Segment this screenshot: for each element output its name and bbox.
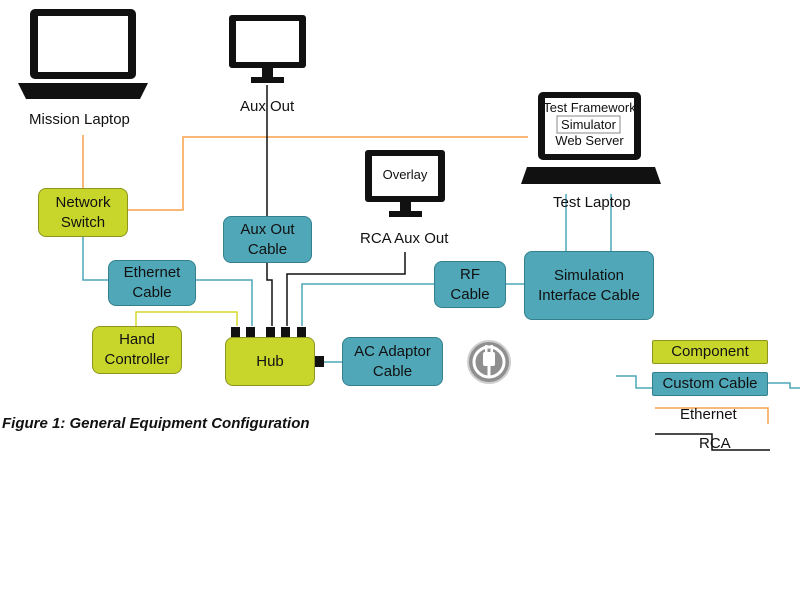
ac-adaptor-cable-box: AC Adaptor Cable bbox=[342, 337, 443, 386]
aux-out-cable-box: Aux Out Cable bbox=[223, 216, 312, 263]
cable-lines bbox=[82, 194, 800, 389]
hub-label: Hub bbox=[256, 352, 284, 370]
legend-custom-cable-swatch: Custom Cable bbox=[652, 372, 768, 396]
monitor-icon bbox=[365, 150, 445, 217]
aux-out-cable-label: Aux Out Cable bbox=[240, 220, 295, 258]
ac-adaptor-cable-label: AC Adaptor Cable bbox=[354, 342, 431, 380]
laptop-icon bbox=[521, 92, 661, 184]
rca-lines bbox=[266, 85, 770, 451]
hand-controller-wire bbox=[135, 311, 238, 326]
rf-cable-box: RF Cable bbox=[434, 261, 506, 308]
monitor-icon bbox=[229, 15, 306, 83]
legend-rca-label: RCA bbox=[699, 435, 731, 452]
legend-component-swatch: Component bbox=[652, 340, 768, 364]
simulation-interface-cable-box: Simulation Interface Cable bbox=[524, 251, 654, 320]
network-switch-label: Network Switch bbox=[55, 193, 111, 231]
rf-cable-label: RF Cable bbox=[450, 265, 490, 303]
simulation-interface-cable-label: Simulation Interface Cable bbox=[538, 266, 640, 304]
ethernet-cable-box: Ethernet Cable bbox=[108, 260, 196, 306]
power-plug-icon bbox=[467, 340, 511, 384]
legend-custom-cable-label: Custom Cable bbox=[662, 375, 758, 392]
legend-ethernet-label: Ethernet bbox=[680, 406, 737, 423]
web-server-label: Web Server bbox=[555, 133, 624, 148]
hand-controller-label: Hand Controller bbox=[104, 331, 170, 368]
rca-aux-out-label: RCA Aux Out bbox=[360, 230, 449, 247]
simulator-label: Simulator bbox=[561, 117, 616, 132]
hand-controller-box: Hand Controller bbox=[92, 326, 182, 374]
ethernet-cable-label: Ethernet Cable bbox=[123, 264, 181, 301]
test-framework-label: Test Framework bbox=[543, 100, 636, 115]
laptop-icon bbox=[18, 9, 148, 99]
hub-ports bbox=[231, 327, 324, 367]
mission-laptop-label: Mission Laptop bbox=[29, 111, 130, 128]
simulator-frame bbox=[556, 115, 621, 134]
network-switch-box: Network Switch bbox=[38, 188, 128, 237]
figure-caption: Figure 1: General Equipment Configuratio… bbox=[2, 415, 310, 432]
legend-component-label: Component bbox=[671, 343, 749, 360]
overlay-label: Overlay bbox=[382, 167, 428, 182]
aux-out-label: Aux Out bbox=[240, 98, 295, 115]
test-laptop-label: Test Laptop bbox=[553, 194, 631, 211]
hub-box: Hub bbox=[225, 337, 315, 386]
ethernet-lines bbox=[82, 135, 769, 424]
